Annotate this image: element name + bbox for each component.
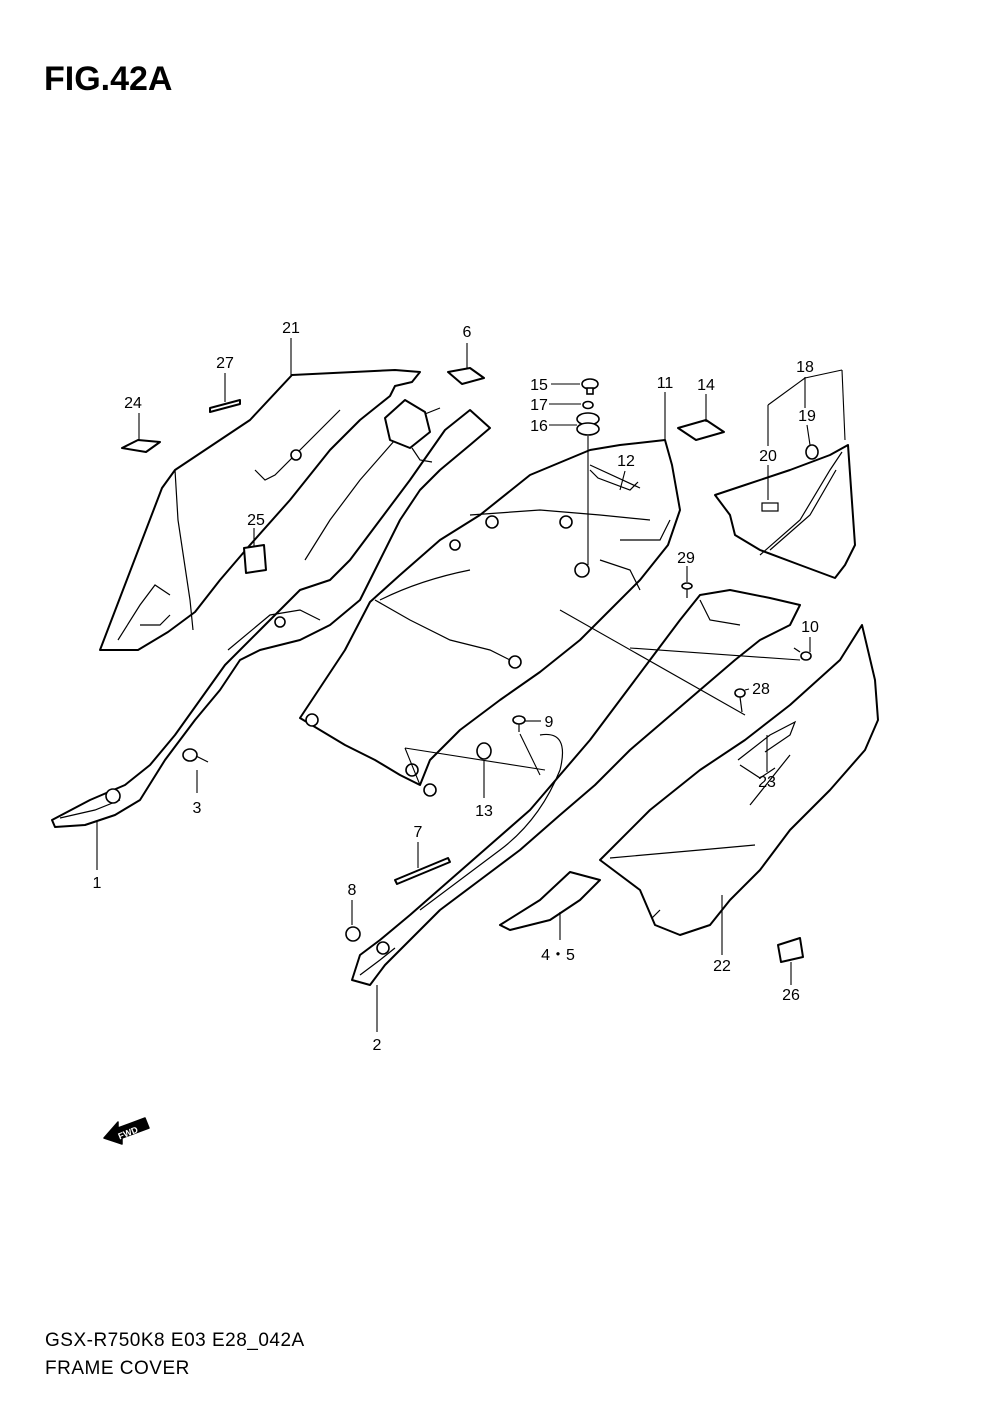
part-15-bolt (581, 378, 599, 395)
callout-11: 11 (657, 375, 674, 392)
model-code: GSX-R750K8 E03 E28_042A (45, 1330, 305, 1351)
callout-3: 3 (193, 800, 202, 817)
callout-1: 1 (93, 875, 102, 892)
part-6-pad (447, 367, 485, 385)
part-20-inner-panel (714, 444, 856, 579)
callout-7: 7 (414, 824, 423, 841)
callout-14: 14 (697, 377, 715, 394)
part-17-washer (582, 400, 594, 410)
part-11-seat-tail-cover (299, 439, 681, 797)
callout-labels: 1 2 3 4・5 6 7 8 9 10 11 12 13 14 15 16 1… (93, 320, 819, 1054)
callout-20: 20 (759, 448, 777, 465)
callout-22: 22 (713, 958, 731, 975)
callout-2: 2 (373, 1037, 382, 1054)
callout-16: 16 (530, 418, 548, 435)
part-8-nut (345, 926, 361, 942)
part-27-strip (209, 399, 241, 413)
callout-26: 26 (782, 987, 800, 1004)
callout-17: 17 (530, 397, 548, 414)
part-29-screw (681, 582, 693, 598)
callout-12: 12 (617, 453, 635, 470)
callout-10: 10 (801, 619, 819, 636)
callout-13: 13 (475, 803, 493, 820)
part-24-pad (121, 439, 161, 453)
part-28-screw (734, 688, 746, 713)
callout-8: 8 (348, 882, 357, 899)
callout-19: 19 (798, 408, 816, 425)
callout-29: 29 (677, 550, 695, 567)
part-16-grommet (576, 412, 600, 436)
assembly-lines (404, 436, 801, 786)
part-3-bolt (182, 748, 209, 763)
callout-leaders (96, 338, 846, 1032)
part-14-pad (677, 419, 725, 441)
callout-9: 9 (545, 714, 554, 731)
forward-arrow-icon: FWD (103, 1117, 150, 1145)
part-10-screw (793, 647, 812, 661)
figure-title: FIG.42A (44, 60, 173, 98)
part-22-frame-cover-right (599, 624, 879, 936)
part-13-nut (476, 742, 492, 760)
callout-24: 24 (124, 395, 142, 412)
callout-4-5: 4・5 (541, 947, 575, 964)
callout-25: 25 (247, 512, 265, 529)
part-2-frame-cover-lower-right (351, 589, 801, 986)
callout-28: 28 (752, 681, 770, 698)
callout-18: 18 (796, 359, 814, 376)
part-7-strip (394, 857, 451, 885)
part-25-pad (243, 544, 267, 574)
part-1-frame-cover-lower-left (51, 399, 491, 828)
part-19-nut (805, 444, 819, 460)
callout-27: 27 (216, 355, 234, 372)
callout-15: 15 (530, 377, 548, 394)
part-4-5-pad (499, 871, 601, 931)
callout-21: 21 (282, 320, 300, 337)
part-21-frame-cover-upper-left (99, 369, 421, 651)
section-name: FRAME COVER (45, 1358, 190, 1379)
callout-23: 23 (758, 774, 776, 791)
part-26-pad (777, 937, 804, 963)
part-9-screw (512, 715, 526, 732)
callout-6: 6 (463, 324, 472, 341)
